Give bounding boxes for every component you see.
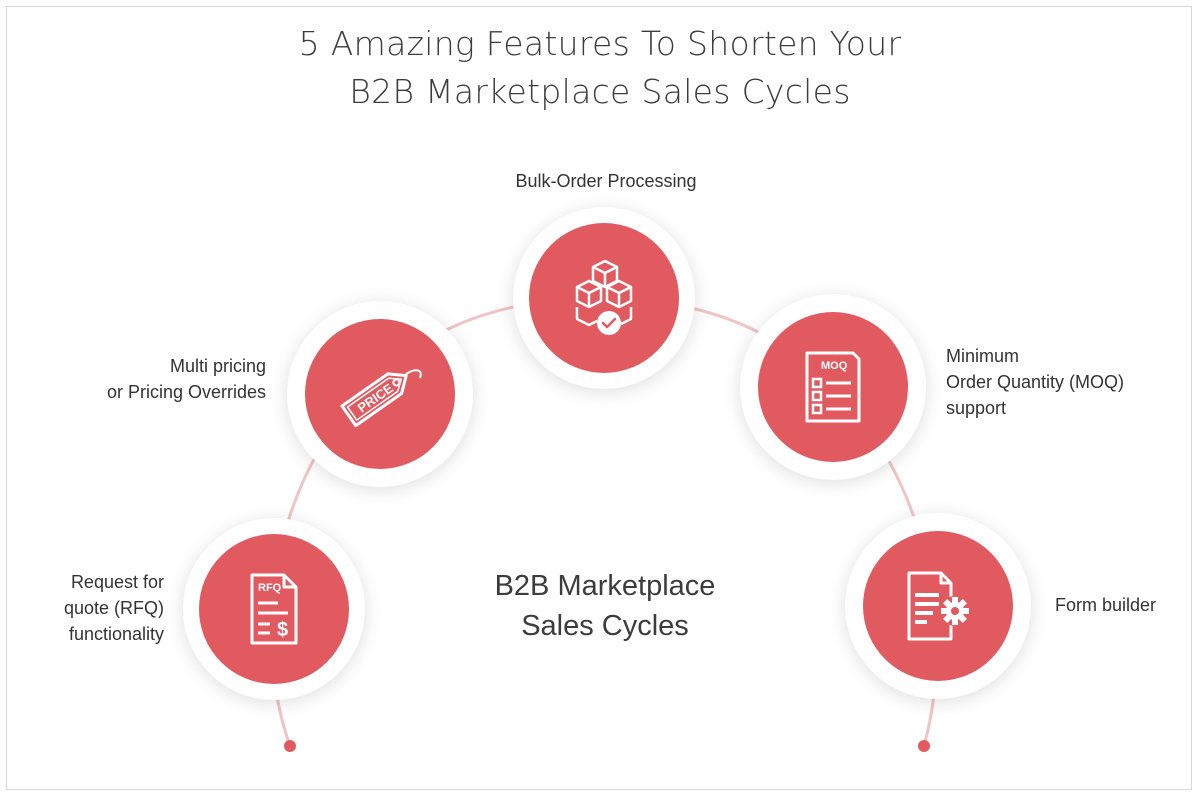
svg-text:RFQ: RFQ <box>258 582 282 594</box>
feature-label-rfq: Request for quote (RFQ) functionality <box>63 572 164 644</box>
form-gear-icon <box>907 571 970 641</box>
feature-circle-form <box>863 531 1013 681</box>
title-line-1: 5 Amazing Features To Shorten Your <box>298 24 902 63</box>
feature-node-rfq: RFQ $ <box>183 518 365 700</box>
arc-endpoint-right <box>918 740 930 752</box>
feature-node-form <box>845 513 1031 699</box>
svg-text:MOQ: MOQ <box>821 360 848 372</box>
arc-endpoint-left <box>284 740 296 752</box>
feature-node-pricing: PRICE <box>287 301 473 487</box>
feature-label-moq: Minimum Order Quantity (MOQ) support <box>946 346 1125 418</box>
price-tag-icon: PRICE <box>340 369 422 428</box>
feature-node-bulk <box>513 207 695 389</box>
feature-node-moq: MOQ <box>740 294 926 480</box>
feature-circle-pricing: PRICE <box>305 319 455 469</box>
svg-text:$: $ <box>277 619 288 641</box>
feature-label-bulk: Bulk-Order Processing <box>515 171 697 191</box>
feature-label-form: Form builder <box>1055 595 1157 615</box>
title-line-2: B2B Marketplace Sales Cycles <box>349 72 851 111</box>
feature-circle-rfq: RFQ $ <box>199 534 349 684</box>
infographic-frame <box>6 6 1192 790</box>
feature-circle-moq: MOQ <box>758 312 908 462</box>
feature-label-pricing: Multi pricing or Pricing Overrides <box>106 356 266 402</box>
feature-circle-bulk <box>529 223 679 373</box>
boxes-check-icon <box>575 259 633 335</box>
moq-checklist-icon: MOQ <box>805 351 861 423</box>
rfq-document-icon: RFQ $ <box>250 573 298 645</box>
center-label: B2B Marketplace Sales Cycles <box>494 570 716 642</box>
